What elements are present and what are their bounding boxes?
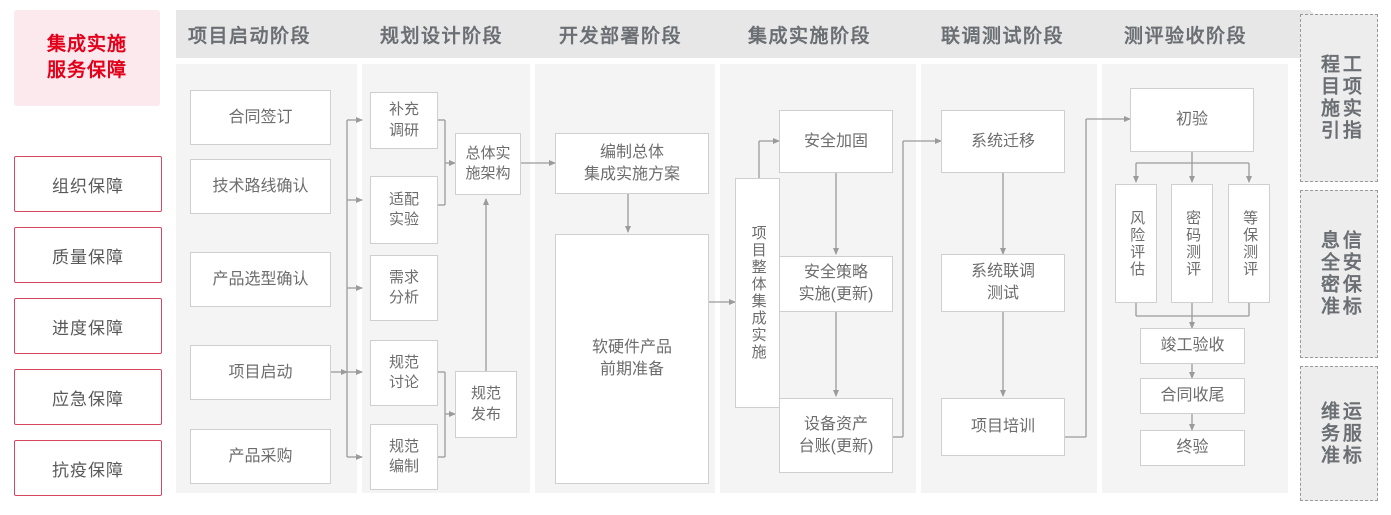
node-completion-acceptance[interactable]: 竣工验收 (1140, 328, 1245, 364)
node-draft-overall-integration-plan[interactable]: 编制总体 集成实施方案 (555, 133, 709, 194)
node-contract-signing[interactable]: 合同签订 (190, 90, 331, 145)
standard-label-infosec: 信安保标 息全密准 (1318, 230, 1361, 318)
standard-panel-engineering[interactable]: 工项实指 程目施引 (1300, 14, 1378, 182)
phase-header-1: 项目启动阶段 (176, 10, 369, 58)
node-contract-closure[interactable]: 合同收尾 (1140, 378, 1245, 414)
phase-header-4-label: 集成实施阶段 (748, 25, 872, 47)
phase-header-3: 开发部署阶段 (535, 10, 739, 58)
guarantee-item-4[interactable]: 抗疫保障 (14, 440, 162, 496)
standard-panel-infosec[interactable]: 信安保标 息全密准 (1300, 190, 1378, 358)
node-final-acceptance[interactable]: 终验 (1140, 430, 1245, 466)
phase-header-1-label: 项目启动阶段 (188, 25, 312, 47)
node-classified-protection-evaluation[interactable]: 等保测评 (1228, 184, 1270, 303)
guarantee-item-1[interactable]: 质量保障 (14, 227, 162, 283)
phase-header-2: 规划设计阶段 (362, 10, 548, 58)
node-equipment-asset-ledger[interactable]: 设备资产 台账(更新) (779, 398, 893, 473)
node-tech-route-confirm[interactable]: 技术路线确认 (190, 159, 331, 214)
node-security-hardening[interactable]: 安全加固 (779, 110, 893, 173)
node-overall-implementation-architecture[interactable]: 总体实 施架构 (455, 133, 521, 195)
node-preliminary-acceptance[interactable]: 初验 (1130, 88, 1254, 152)
guarantee-item-0[interactable]: 组织保障 (14, 156, 162, 212)
guarantee-title: 集成实施 服务保障 (14, 10, 160, 106)
node-project-kickoff[interactable]: 项目启动 (190, 345, 331, 400)
node-requirement-analysis[interactable]: 需求 分析 (370, 255, 438, 321)
node-spec-release[interactable]: 规范 发布 (455, 371, 517, 438)
standard-label-engineering: 工项实指 程目施引 (1318, 54, 1361, 142)
node-product-selection-confirm[interactable]: 产品选型确认 (190, 252, 331, 307)
guarantee-item-3[interactable]: 应急保障 (14, 369, 162, 425)
node-adaptation-experiment[interactable]: 适配 实验 (370, 176, 438, 244)
phase-header-2-label: 规划设计阶段 (380, 25, 504, 47)
node-supplementary-research[interactable]: 补充 调研 (370, 92, 438, 149)
node-system-migration[interactable]: 系统迁移 (941, 110, 1065, 173)
node-system-joint-debug-test[interactable]: 系统联调 测试 (941, 254, 1065, 312)
standard-label-ops: 运服标 维务准 (1318, 400, 1361, 467)
phase-header-4: 集成实施阶段 (720, 10, 944, 58)
phase-header-6-label: 测评验收阶段 (1124, 25, 1248, 47)
node-crypto-evaluation[interactable]: 密码测评 (1171, 184, 1213, 303)
node-risk-assessment[interactable]: 风险评估 (1115, 184, 1157, 303)
node-spec-drafting[interactable]: 规范 编制 (370, 424, 438, 490)
phase-header-5: 联调测试阶段 (921, 10, 1117, 58)
standard-panel-ops[interactable]: 运服标 维务准 (1300, 366, 1378, 501)
node-overall-project-integration[interactable]: 项目整体集成实施 (735, 178, 780, 408)
node-security-policy-implementation[interactable]: 安全策略 实施(更新) (779, 256, 893, 312)
node-hw-sw-product-preparation[interactable]: 软硬件产品 前期准备 (555, 234, 709, 484)
node-product-procurement[interactable]: 产品采购 (190, 429, 331, 484)
phase-header-6: 测评验收阶段 (1102, 10, 1310, 58)
node-spec-discussion[interactable]: 规范 讨论 (370, 340, 438, 406)
phase-header-5-label: 联调测试阶段 (941, 25, 1065, 47)
phase-header-3-label: 开发部署阶段 (559, 25, 683, 47)
guarantee-item-2[interactable]: 进度保障 (14, 298, 162, 354)
node-project-training[interactable]: 项目培训 (941, 398, 1065, 456)
